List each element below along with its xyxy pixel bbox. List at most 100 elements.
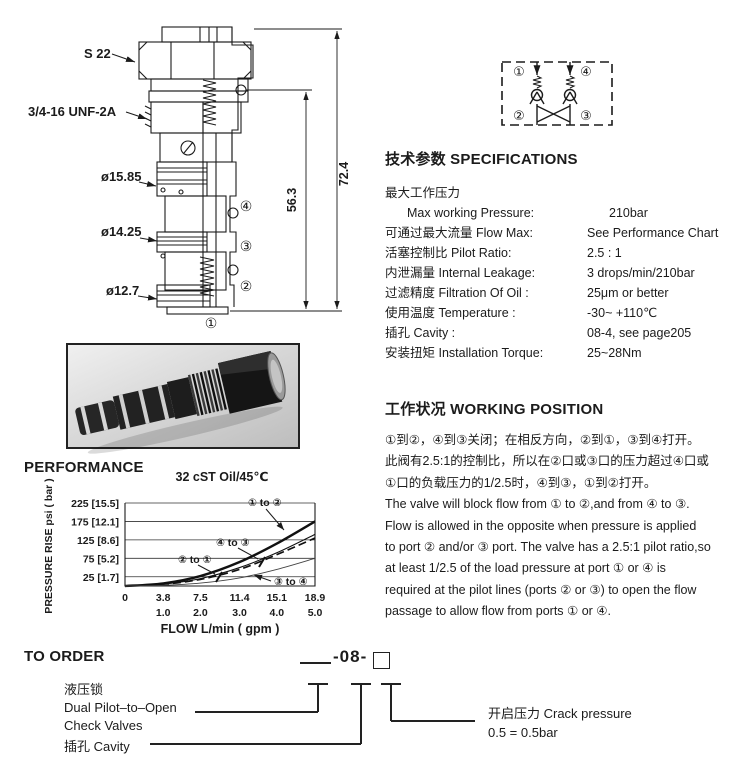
x-tick-gpm: 5.0: [308, 607, 323, 619]
series-curve-3-to-4: [124, 557, 316, 587]
y-tick-label: 175 [12.1]: [71, 516, 119, 528]
specifications-section: 技术参数 SPECIFICATIONS 最大工作压力 Max working P…: [385, 148, 745, 363]
dim-total-label: 72.4: [337, 162, 351, 186]
valve-cross-section-drawing: 72.4 56.3 S 22 3/4-16 UNF-2A ø15.85 ø14.…: [28, 26, 351, 331]
series-label: ④ to ③: [216, 537, 250, 549]
y-tick-label: 75 [5.2]: [83, 553, 119, 565]
connector-line: [390, 683, 392, 721]
working-text-line: to port ② and/or ③ port. The valve has a…: [385, 540, 711, 555]
y-axis-label: PRESSURE RISE psi ( bar ): [43, 478, 55, 613]
port-2-label: ②: [240, 278, 253, 294]
x-tick-gpm: 4.0: [269, 607, 284, 619]
series-tick-mark: [215, 571, 223, 583]
valve-body-outline: [138, 26, 254, 315]
spec-row: 插孔 Cavity :08-4, see page205: [385, 326, 692, 340]
schematic-port-3: ③: [580, 108, 592, 123]
x-tick-gpm: 3.0: [232, 607, 247, 619]
axes: [124, 503, 316, 587]
diameter-label-3: ø12.7: [106, 283, 139, 298]
valve-photo: [66, 343, 300, 454]
spec-row: 最大工作压力: [385, 186, 461, 200]
pilot-cross-lines: [536, 105, 571, 123]
order-code-option-box: [373, 652, 390, 669]
series-leader: [197, 564, 216, 575]
working-text-line: required at the pilot lines (ports ② or …: [385, 582, 697, 597]
order-crack-pressure-label: 开启压力 Crack pressure 0.5 = 0.5bar: [488, 706, 632, 740]
x-tick-lmin: 11.4: [230, 592, 250, 604]
series-leader: [237, 547, 259, 560]
x-tick-gpm: 2.0: [193, 607, 208, 619]
dim-inner-label: 56.3: [285, 188, 299, 212]
performance-chart: 32 cST Oil/45℃ 225 [15.5] 175 [12.1] 125 [8…: [43, 470, 326, 636]
schematic-port-1: ①: [513, 64, 525, 79]
connector-line: [150, 743, 361, 745]
y-tick-label: 25 [1.7]: [83, 572, 119, 584]
working-position-heading: 工作状况 WORKING POSITION: [385, 401, 604, 418]
hex-nut: [138, 41, 252, 80]
x-tick-lmin: 3.8: [156, 592, 171, 604]
spec-row: 活塞控制比 Pilot Ratio:2.5 : 1: [385, 246, 622, 260]
connector-line: [391, 720, 475, 722]
chart-title: 32 cST Oil/45℃: [176, 470, 269, 484]
working-text-line: ①口的负载压力的1/2.5时，④到③，①到②打开。: [385, 475, 657, 490]
connector-line: [360, 683, 362, 744]
to-order-heading: TO ORDER: [24, 648, 105, 665]
series-curve-1-to-2: [124, 520, 316, 588]
x-tick-lmin: 15.1: [267, 592, 288, 604]
spring-upper: [202, 79, 217, 126]
connector-line: [195, 711, 318, 713]
working-text-line: ①到②，④到③关闭；在相反方向，②到①，③到④打开。: [385, 433, 700, 447]
connector-line: [317, 683, 319, 712]
series-arrowhead: [276, 521, 284, 530]
check-valve-right: [562, 62, 578, 125]
diameter-label-1: ø15.85: [101, 169, 141, 184]
order-valve-type-label: 液压锁 Dual Pilot–to–Open Check Valves: [64, 682, 177, 733]
working-text-line: Flow is allowed in the opposite when pre…: [385, 518, 697, 533]
spec-row: 过滤精度 Filtration Of Oil :25μm or better: [385, 286, 669, 300]
spec-row: 可通过最大流量 Flow Max:See Performance Chart: [385, 226, 719, 240]
y-tick-label: 225 [15.5]: [71, 498, 119, 510]
series-label: ① to ②: [248, 497, 282, 509]
schematic-port-2: ②: [513, 108, 525, 123]
series-tick-mark: [258, 556, 266, 568]
spec-row: Max working Pressure:210bar: [407, 206, 648, 220]
port-4-label: ④: [240, 198, 253, 214]
series-arrowhead: [254, 574, 263, 581]
x-tick-gpm: 1.0: [156, 607, 171, 619]
order-code-text: -08-: [333, 647, 368, 666]
oring-groove-2: [156, 231, 208, 253]
order-code-blank-line: [300, 662, 331, 664]
series-label: ③ to ④: [274, 576, 308, 588]
working-text-line: The valve will block flow from ① to ②,an…: [385, 497, 690, 512]
port-1-label: ①: [205, 315, 218, 331]
x-tick-lmin: 7.5: [193, 592, 208, 604]
thread-spec-label: 3/4-16 UNF-2A: [28, 104, 117, 119]
wrench-size-label: S 22: [84, 46, 111, 61]
spring-lower: [199, 256, 215, 297]
schematic-port-4: ④: [580, 64, 592, 79]
spec-row: 安装扭矩 Installation Torque:25~28Nm: [385, 346, 642, 360]
valve-cartridge-photo-body: [75, 350, 286, 454]
x-tick-lmin: 18.9: [305, 592, 326, 604]
diameter-label-2: ø14.25: [101, 224, 141, 239]
leader-lines: [111, 53, 158, 301]
spec-row: 使用温度 Temperature :-30~ +110℃: [385, 306, 658, 320]
x-tick-lmin: 0: [122, 592, 128, 604]
spec-row: 内泄漏量 Internal Leakage:3 drops/min/210bar: [385, 266, 695, 280]
series-label: ② to ①: [178, 554, 212, 566]
thread-section: [150, 101, 204, 134]
series-curve-4-to-3: [124, 537, 316, 587]
dimension-lines: [230, 28, 342, 312]
working-text-line: 此阀有2.5:1的控制比，所以在②口或③口的压力超过④口或: [385, 454, 709, 469]
performance-heading: PERFORMANCE: [24, 459, 144, 476]
working-text-line: at least 1/2.5 of the load pressure at p…: [385, 561, 666, 576]
hydraulic-symbol-schematic: ① ④ ② ③: [501, 61, 613, 126]
port-3-label: ③: [240, 238, 253, 254]
working-text-line: passage to allow flow from ports ① or ④.: [385, 604, 611, 619]
working-position-section: 工作状况 WORKING POSITION ①到②，④到③关闭；在相反方向，②到…: [385, 398, 747, 623]
order-cavity-label: 插孔 Cavity: [64, 739, 130, 754]
x-axis-label: FLOW L/min ( gpm ): [161, 622, 280, 636]
check-valve-left: [529, 62, 545, 125]
y-tick-label: 125 [8.6]: [77, 535, 119, 547]
